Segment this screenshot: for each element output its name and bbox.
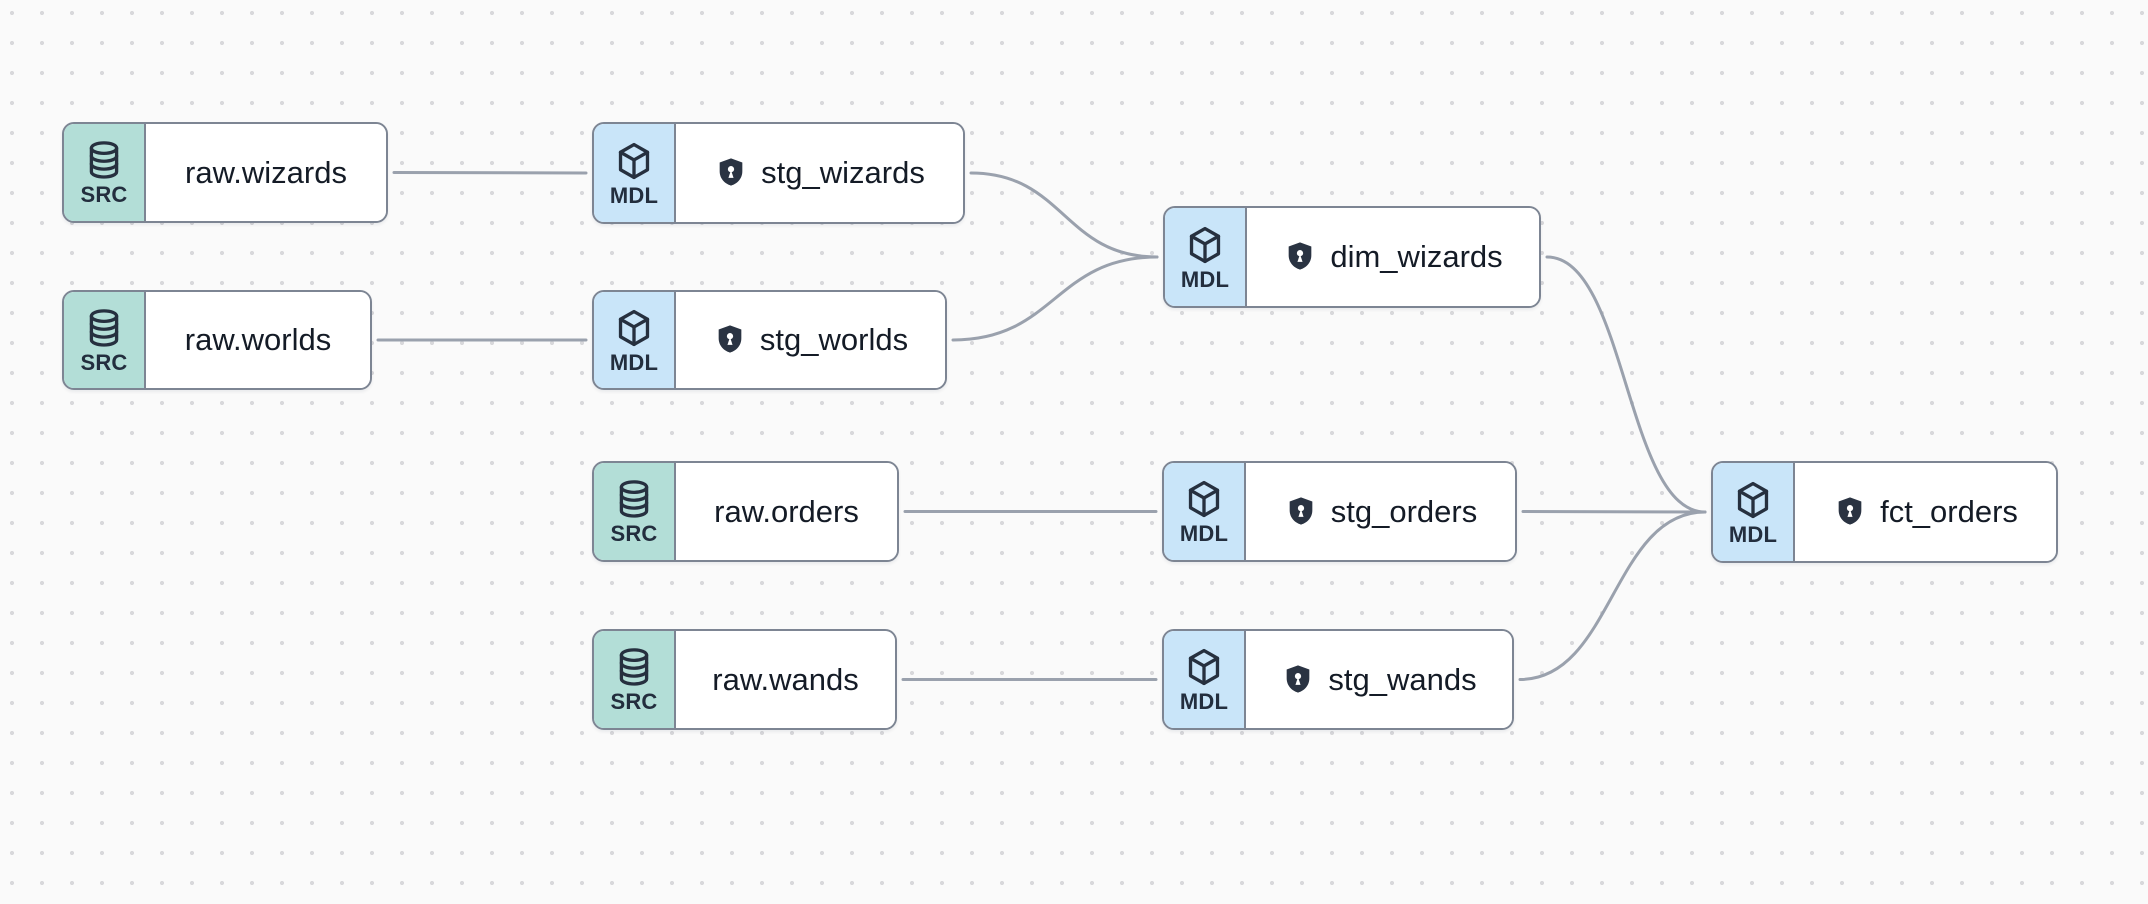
graph-node-raw.wands[interactable]: SRC raw.wands <box>592 629 897 730</box>
node-label: stg_worlds <box>759 322 909 357</box>
node-type-label: MDL <box>1179 521 1229 546</box>
graph-node-fct_orders[interactable]: MDL fct_orders <box>1711 461 2058 563</box>
node-type-badge: SRC <box>594 463 676 560</box>
cube-icon <box>1183 478 1225 520</box>
node-body: stg_orders <box>1246 463 1515 560</box>
node-label: raw.wands <box>712 661 859 697</box>
shield-lock-icon <box>713 323 747 357</box>
node-label: fct_orders <box>1880 494 2018 529</box>
shield-lock-icon <box>1284 495 1318 529</box>
cube-icon <box>613 307 655 349</box>
edge-dim_wizards-fct_orders <box>1545 255 1707 514</box>
shield-lock-icon <box>1283 240 1317 274</box>
graph-node-raw.wizards[interactable]: SRC raw.wizards <box>62 122 388 223</box>
node-body: raw.wizards <box>146 124 386 221</box>
graph-node-raw.orders[interactable]: SRC raw.orders <box>592 461 899 562</box>
edge-stg_wands-fct_orders <box>1518 510 1707 681</box>
node-label: raw.worlds <box>184 322 332 357</box>
node-type-badge: SRC <box>594 631 676 728</box>
node-type-badge: MDL <box>594 292 676 388</box>
node-label: stg_wands <box>1328 661 1477 697</box>
graph-node-stg_orders[interactable]: MDL stg_orders <box>1162 461 1517 562</box>
graph-node-dim_wizards[interactable]: MDL dim_wizards <box>1163 206 1541 308</box>
node-body: fct_orders <box>1795 463 2056 561</box>
graph-node-stg_wizards[interactable]: MDL stg_wizards <box>592 122 965 224</box>
node-body: dim_wizards <box>1247 208 1539 306</box>
node-type-label: SRC <box>610 521 658 546</box>
node-body: raw.wands <box>676 631 895 728</box>
edge-raw.wizards-stg_wizards <box>392 171 588 175</box>
graph-node-stg_worlds[interactable]: MDL stg_worlds <box>592 290 947 390</box>
cube-icon <box>1183 646 1225 688</box>
node-body: stg_wands <box>1246 631 1512 728</box>
database-icon <box>613 478 655 520</box>
cube-icon <box>1184 224 1226 266</box>
node-body: stg_worlds <box>676 292 945 388</box>
node-body: raw.worlds <box>146 292 370 388</box>
node-type-label: MDL <box>609 349 659 375</box>
node-label: raw.wizards <box>185 154 347 190</box>
node-type-badge: SRC <box>64 292 146 388</box>
node-body: stg_wizards <box>676 124 963 222</box>
shield-lock-icon <box>1281 663 1315 697</box>
edge-stg_worlds-dim_wizards <box>951 255 1159 342</box>
node-type-label: MDL <box>1180 266 1230 292</box>
shield-lock-icon <box>714 156 748 190</box>
edge-stg_wizards-dim_wizards <box>969 171 1159 259</box>
node-label: stg_wizards <box>761 155 925 190</box>
database-icon <box>613 646 655 688</box>
database-icon <box>83 139 125 181</box>
node-type-badge: MDL <box>1164 631 1246 728</box>
graph-node-raw.worlds[interactable]: SRC raw.worlds <box>62 290 372 390</box>
node-type-badge: SRC <box>64 124 146 221</box>
edge-stg_orders-fct_orders <box>1521 510 1707 514</box>
node-type-label: SRC <box>610 689 658 714</box>
database-icon <box>83 307 125 349</box>
node-type-badge: MDL <box>1165 208 1247 306</box>
cube-icon <box>1732 479 1774 521</box>
node-type-badge: MDL <box>1164 463 1246 560</box>
node-type-badge: MDL <box>1713 463 1795 561</box>
node-label: raw.orders <box>714 493 859 529</box>
graph-node-stg_wands[interactable]: MDL stg_wands <box>1162 629 1514 730</box>
node-label: dim_wizards <box>1330 239 1503 274</box>
node-type-badge: MDL <box>594 124 676 222</box>
node-type-label: SRC <box>80 182 128 207</box>
node-type-label: SRC <box>80 349 128 375</box>
node-type-label: MDL <box>609 182 659 208</box>
node-label: stg_orders <box>1330 493 1478 529</box>
shield-lock-icon <box>1833 495 1867 529</box>
node-type-label: MDL <box>1728 521 1778 547</box>
node-type-label: MDL <box>1179 689 1229 714</box>
node-body: raw.orders <box>676 463 897 560</box>
cube-icon <box>613 140 655 182</box>
